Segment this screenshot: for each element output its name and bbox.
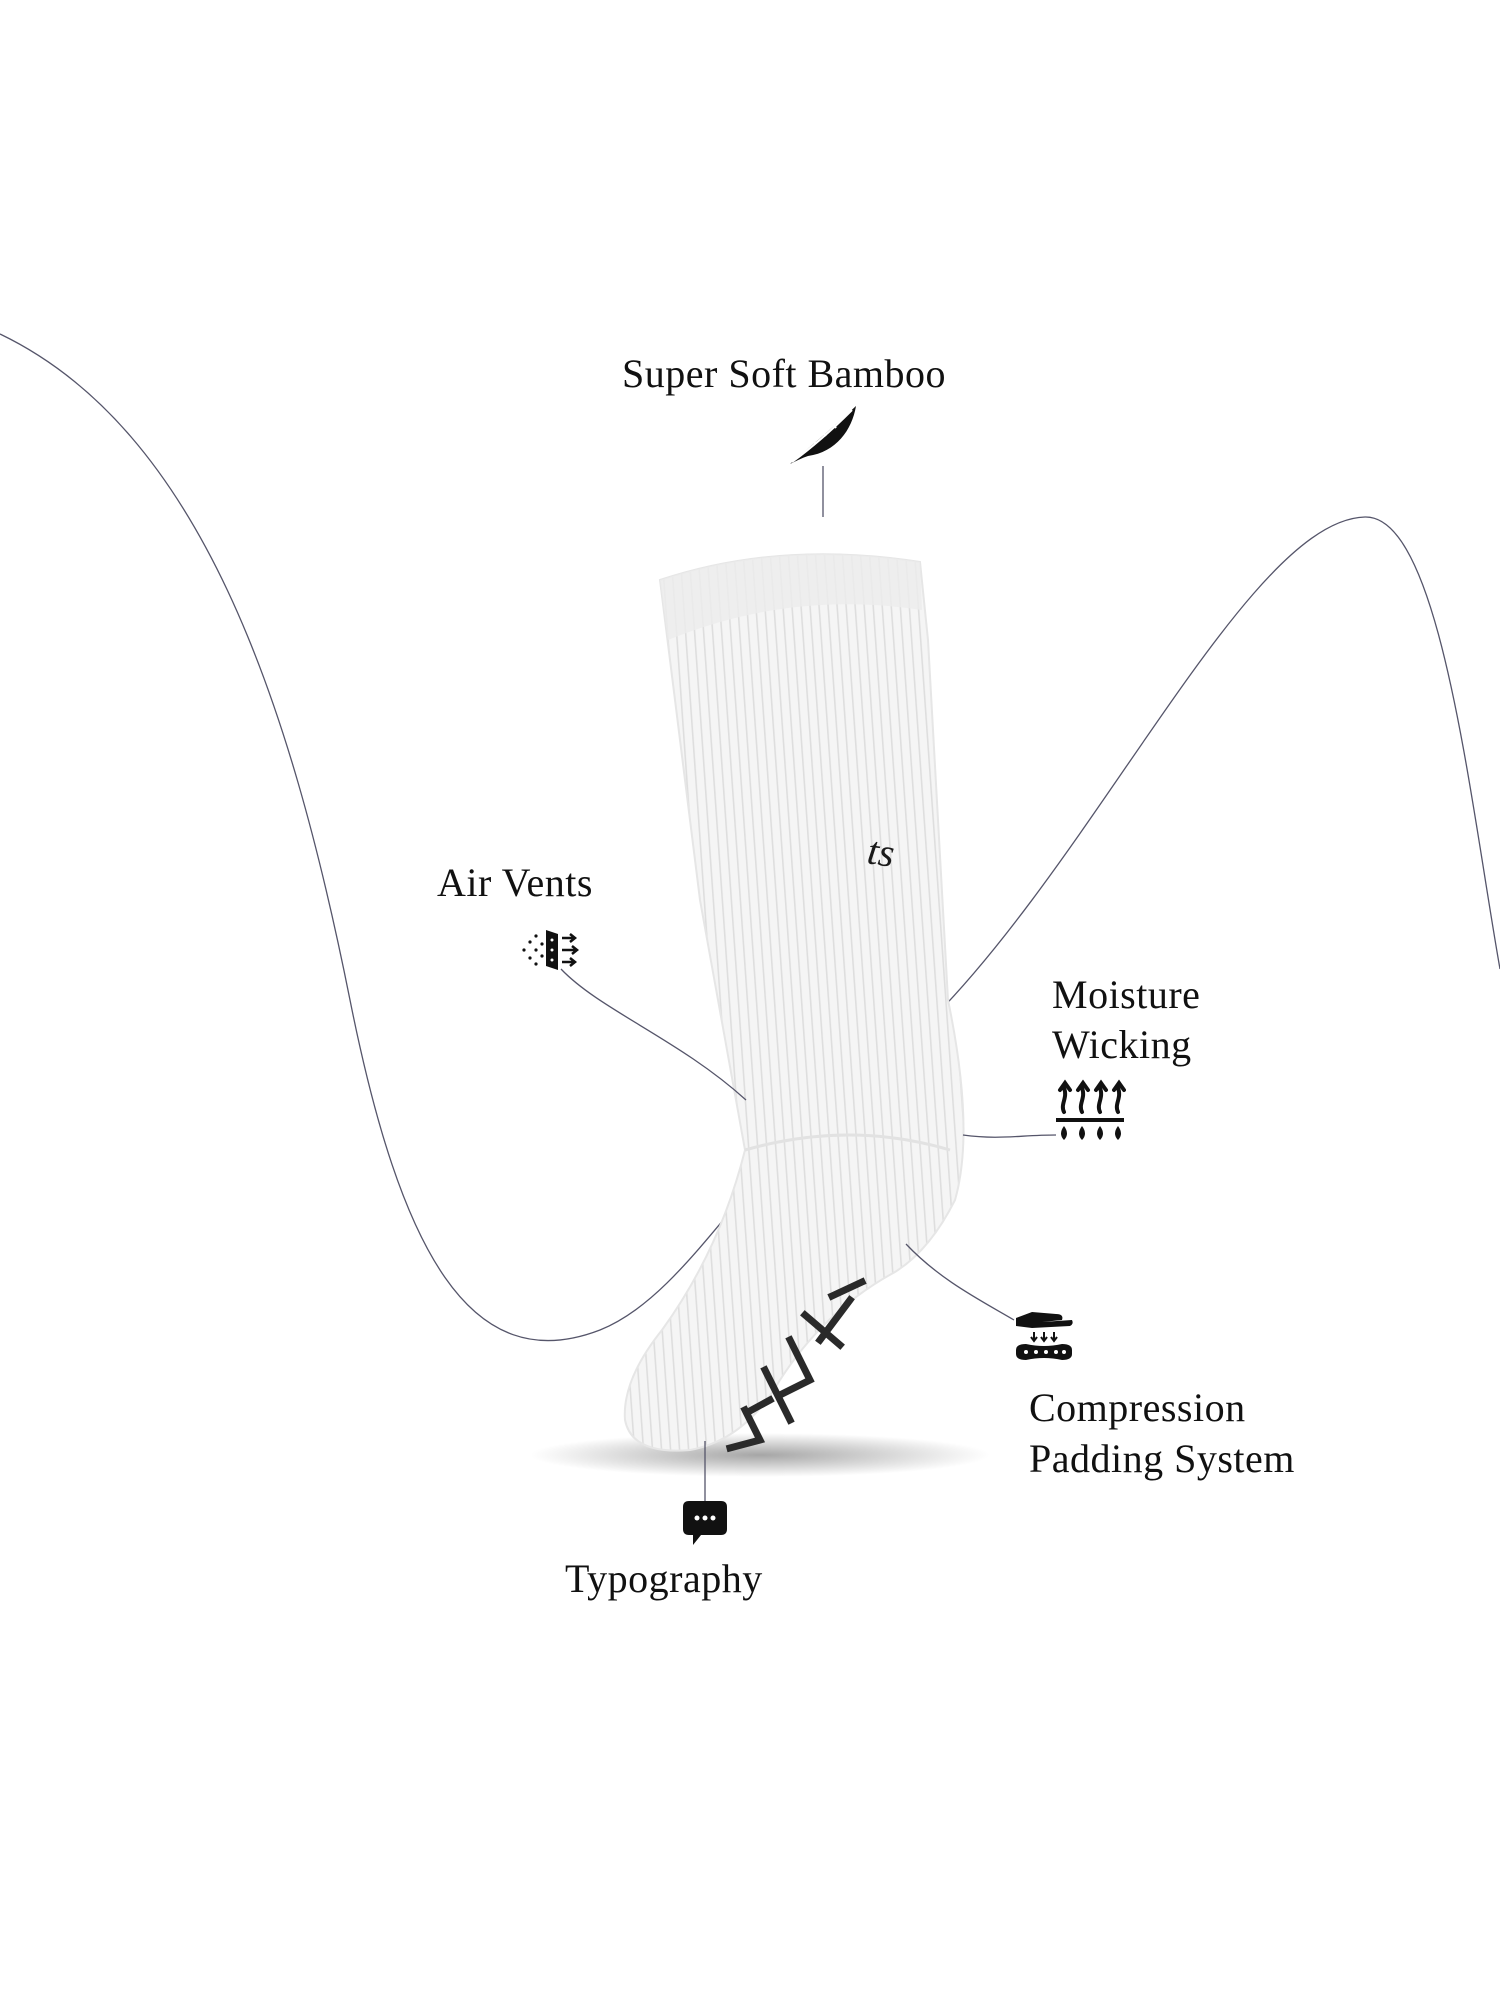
feature-label-moisture-line1: Moisture — [1052, 972, 1201, 1017]
feature-label-moisture-line2: Wicking — [1052, 1022, 1192, 1067]
feather-icon — [790, 406, 856, 464]
leader-air-vents — [560, 968, 747, 1101]
leader-moisture — [962, 1134, 1057, 1138]
moisture-wicking-icon — [1056, 1079, 1126, 1140]
air-vent-icon — [522, 930, 580, 970]
sock-heel — [744, 1133, 951, 1152]
sock — [623, 553, 965, 1452]
sole-lettering — [725, 1277, 867, 1453]
leader-compression — [905, 1243, 1015, 1321]
feature-label-typography: Typography — [565, 1556, 763, 1601]
sock-cuff — [660, 554, 922, 640]
chat-bubble-icon — [683, 1501, 727, 1545]
compression-pad-icon — [1016, 1312, 1073, 1360]
feature-label-bamboo: Super Soft Bamboo — [622, 351, 947, 396]
sock-logo: ts — [865, 828, 898, 876]
feature-label-compression-line2: Padding System — [1029, 1436, 1295, 1481]
feature-label-air-vents: Air Vents — [437, 860, 593, 905]
feature-label-compression-line1: Compression — [1029, 1385, 1246, 1430]
